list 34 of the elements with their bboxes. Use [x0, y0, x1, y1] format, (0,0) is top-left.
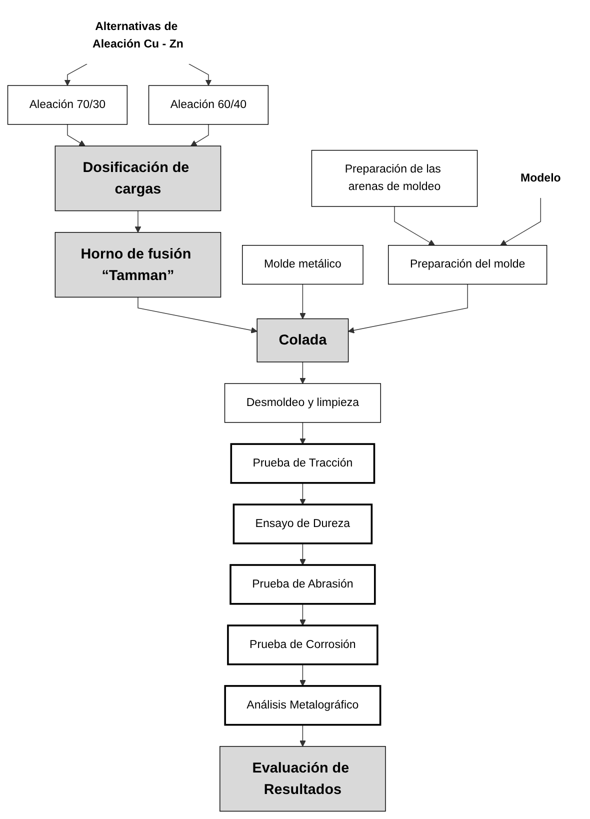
- arrow: [299, 724, 306, 747]
- node-box: [148, 85, 268, 125]
- arrow: [394, 206, 435, 246]
- arrow: [299, 664, 306, 686]
- node-box: [388, 245, 548, 285]
- arrow: [299, 482, 306, 505]
- arrow: [138, 296, 258, 334]
- node-box: [219, 746, 386, 812]
- node-box: [224, 383, 381, 423]
- arrow: [67, 124, 86, 146]
- node-box: [224, 685, 382, 726]
- arrow: [299, 422, 306, 444]
- node-box: [7, 85, 128, 125]
- arrow: [134, 210, 142, 233]
- node-text: Modelo: [520, 172, 561, 184]
- node-box: [232, 504, 372, 544]
- arrow: [299, 543, 306, 566]
- node-box: [54, 232, 222, 298]
- node-box: [242, 245, 364, 285]
- arrow: [299, 362, 306, 384]
- arrow: [190, 124, 209, 146]
- node-box: [54, 146, 222, 212]
- arrow: [188, 64, 212, 86]
- arrow: [64, 64, 88, 86]
- node-box: [226, 624, 378, 666]
- arrow: [500, 197, 541, 246]
- arrow: [348, 284, 468, 334]
- node-text: Alternativas de Aleación Cu - Zn: [92, 20, 184, 50]
- arrow: [299, 284, 306, 320]
- node-box: [230, 443, 376, 484]
- node-box: [311, 150, 478, 207]
- node-box: [230, 564, 376, 605]
- arrow: [299, 604, 306, 626]
- node-box: [256, 318, 349, 362]
